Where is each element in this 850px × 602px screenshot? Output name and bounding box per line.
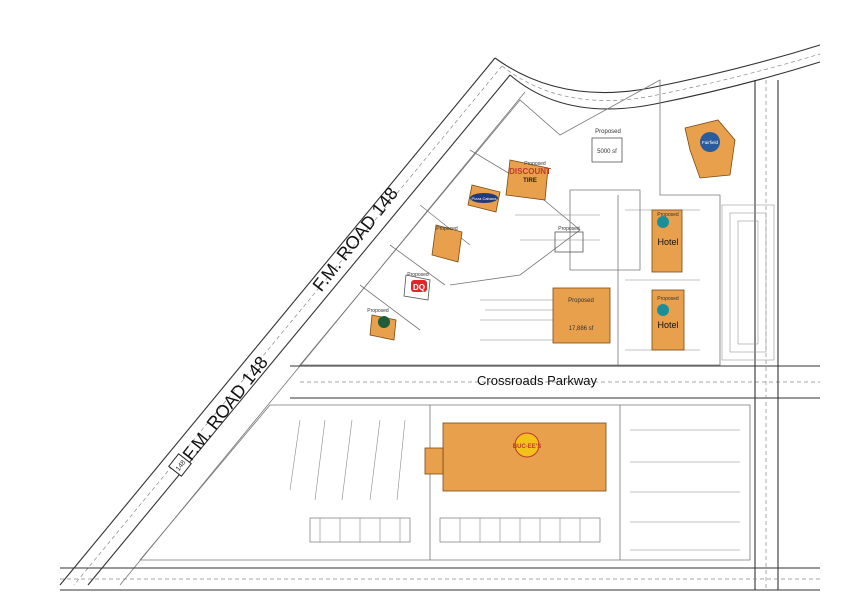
bottom-road [60, 567, 820, 591]
small-pad-building [554, 231, 584, 253]
fm-road-148 [59, 57, 526, 586]
discount-tire-building [505, 159, 549, 201]
logos [378, 132, 720, 458]
whataburger-proposed: Proposed [436, 226, 458, 232]
pizza-logo [470, 193, 498, 203]
discount-proposed: Proposed [524, 161, 546, 167]
retail-size: 17,886 sf [569, 326, 594, 332]
crossroads-parkway-label: Crossroads Parkway [477, 373, 597, 388]
north-site-outline [299, 79, 721, 366]
dq-building [403, 274, 431, 301]
east-hatched-lot [721, 204, 775, 361]
small-pad-proposed: Proposed [558, 226, 580, 232]
south-parking-rows [289, 419, 740, 551]
crossroads-parkway [290, 365, 820, 399]
hotel-2-label: Hotel [657, 320, 678, 330]
hotel-1-label: Hotel [657, 237, 678, 247]
buildings [369, 119, 736, 492]
fairfield-logo [700, 132, 720, 152]
hotel-2-logo [657, 304, 669, 316]
whataburger-building [431, 224, 463, 263]
discount-sub: TIRE [523, 178, 537, 184]
south-lot-outline [139, 404, 751, 561]
fairfield-text: Fairfield [702, 140, 719, 145]
hotel-1-proposed: Proposed [657, 212, 679, 218]
top-pad-proposed: Proposed [595, 129, 621, 135]
fm-148-label-upper: F.M. ROAD 148 [309, 183, 402, 295]
dq-text: DQ [413, 283, 425, 292]
pizza-text: Pizza Cabana [472, 196, 498, 201]
dq-logo [411, 280, 427, 292]
top-pad-size: 5000 sf [597, 149, 617, 155]
discount-brand: DISCOUNT [509, 167, 551, 176]
hotel-1-logo [657, 216, 669, 228]
bucees-logo [514, 432, 540, 458]
hotel-2-proposed: Proposed [657, 296, 679, 302]
fm-148-label-lower: F.M. ROAD 148 [179, 352, 272, 464]
hotel-2-building [651, 289, 685, 351]
bucees-annex [424, 447, 444, 475]
east-road [754, 80, 779, 590]
fm-148-shield: 148 [168, 453, 192, 477]
top-curved-road [494, 44, 821, 110]
top-pad-building [591, 137, 623, 163]
dq-proposed: Proposed [407, 272, 429, 278]
retail-proposed: Proposed [568, 298, 594, 304]
retail-building [552, 287, 611, 344]
starbucks-logo [378, 316, 390, 328]
starbucks-proposed: Proposed [367, 308, 389, 314]
bucees-text: BUC-EE'S [513, 444, 541, 450]
